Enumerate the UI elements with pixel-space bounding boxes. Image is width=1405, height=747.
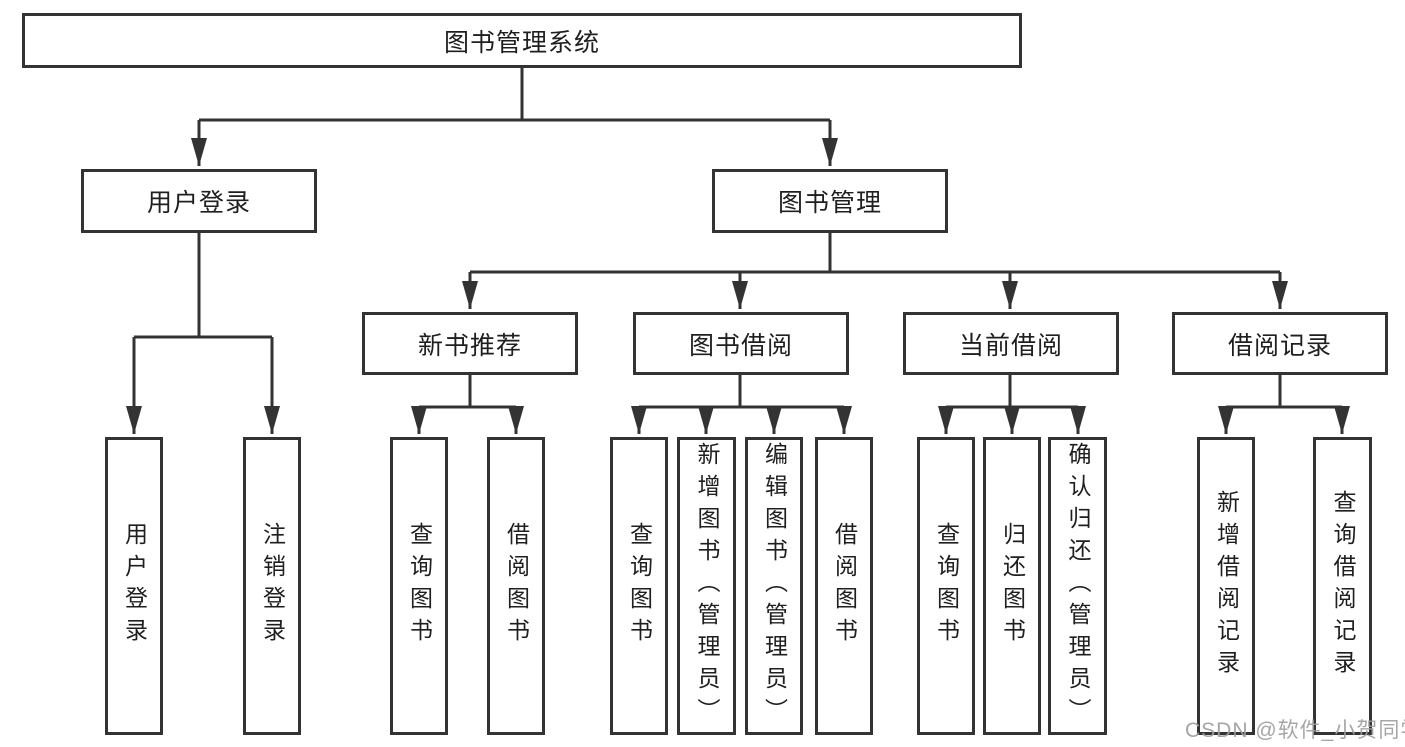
leaf-current-confirm-return-admin: 确认归还（管理员） — [1048, 437, 1107, 735]
leaf-borrowing-borrow-books: 借阅图书 — [815, 437, 873, 735]
node-library-management-system: 图书管理系统 — [22, 13, 1022, 68]
leaf-logout-login: 注销登录 — [243, 437, 301, 735]
node-label: 查询图书 — [626, 522, 653, 650]
node-label: 当前借阅 — [958, 331, 1063, 360]
node-current-borrowing: 当前借阅 — [903, 312, 1119, 375]
leaf-borrowing-add-books-admin: 新增图书（管理员） — [677, 437, 736, 735]
leaf-recommend-query-books: 查询图书 — [390, 437, 448, 735]
node-label: 图书管理系统 — [443, 28, 600, 57]
node-label: 图书借阅 — [688, 331, 793, 360]
node-label: 确认归还（管理员） — [1065, 442, 1091, 730]
node-label: 借阅图书 — [831, 522, 858, 650]
node-label: 新增借阅记录 — [1213, 490, 1240, 682]
node-label: 查询借阅记录 — [1330, 490, 1356, 682]
node-label: 用户登录 — [121, 522, 148, 650]
leaf-current-return-books: 归还图书 — [983, 437, 1041, 735]
node-label: 编辑图书（管理员） — [761, 442, 788, 730]
node-label: 新增图书（管理员） — [694, 442, 720, 730]
node-new-book-recommend: 新书推荐 — [362, 312, 578, 375]
node-label: 图书管理 — [777, 189, 882, 217]
leaf-records-query-borrow-record: 查询借阅记录 — [1313, 437, 1372, 735]
leaf-records-add-borrow-record: 新增借阅记录 — [1197, 437, 1255, 735]
node-borrow-records: 借阅记录 — [1172, 312, 1388, 375]
node-label: 借阅记录 — [1227, 331, 1332, 360]
node-book-management: 图书管理 — [712, 169, 948, 233]
node-label: 用户登录 — [146, 189, 251, 217]
leaf-user-login: 用户登录 — [105, 437, 163, 735]
leaf-borrowing-edit-books-admin: 编辑图书（管理员） — [745, 437, 803, 735]
leaf-borrowing-query-books: 查询图书 — [610, 437, 668, 735]
node-label: 借阅图书 — [503, 522, 530, 650]
node-label: 新书推荐 — [417, 331, 522, 360]
node-label: 归还图书 — [999, 522, 1026, 650]
leaf-recommend-borrow-books: 借阅图书 — [487, 437, 545, 735]
csdn-watermark: CSDN @软件_小贺同学 — [1185, 719, 1405, 742]
node-label: 查询图书 — [406, 522, 433, 650]
node-book-borrowing: 图书借阅 — [633, 312, 849, 375]
leaf-current-query-books: 查询图书 — [917, 437, 975, 735]
node-user-login: 用户登录 — [81, 169, 317, 233]
node-label: 查询图书 — [933, 522, 960, 650]
node-label: 注销登录 — [259, 522, 286, 650]
